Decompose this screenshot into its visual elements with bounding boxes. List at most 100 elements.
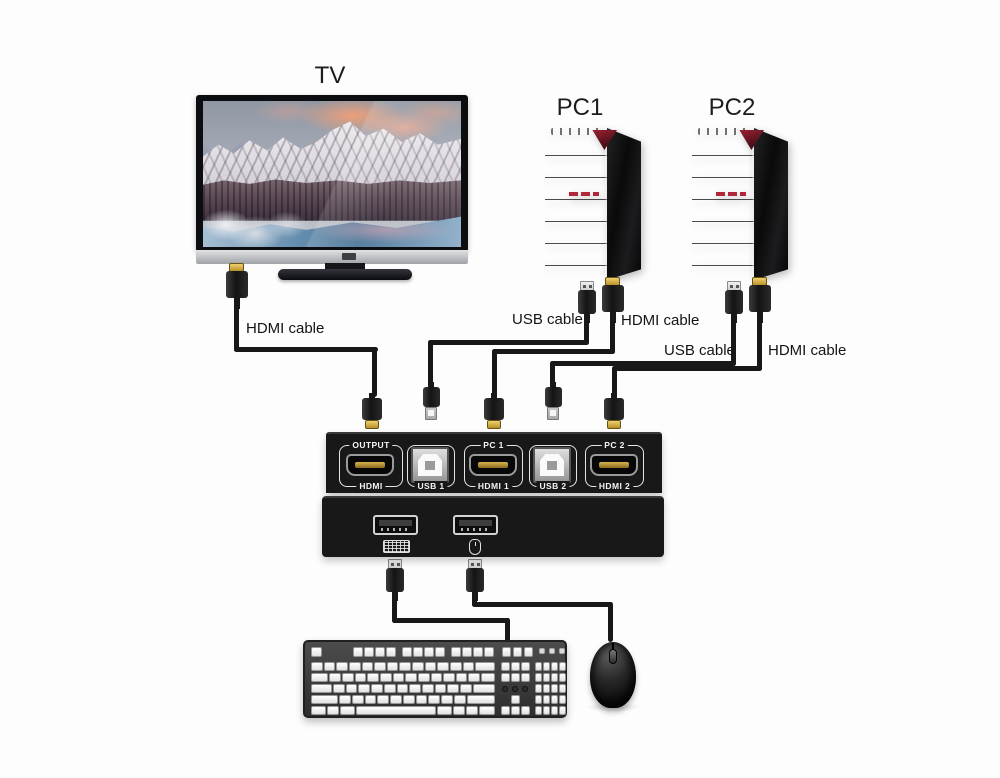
keyboard-key [386, 647, 396, 657]
keyboard-key [367, 673, 379, 682]
keyboard-key [342, 673, 354, 682]
pc2-side-panel [754, 128, 788, 280]
kvm-hdmi-label: HDMI [356, 481, 386, 492]
hdmi-plug-pc1 [602, 277, 624, 323]
pc2-top-io [698, 128, 750, 135]
keyboard-key [502, 647, 511, 657]
keyboard-key [412, 662, 424, 671]
keyboard-key [311, 662, 323, 671]
keyboard-key [374, 662, 386, 671]
keyboard-key [559, 684, 566, 693]
usb-plug-pc1 [578, 281, 596, 323]
keyboard-key [402, 647, 412, 657]
keyboard-key [551, 662, 558, 671]
keyboard-key [413, 647, 423, 657]
pc1-top-io [551, 128, 603, 135]
keyboard-key [475, 662, 495, 671]
cable-mouse-seg [472, 602, 613, 607]
kvm-hdmi1-port [469, 454, 517, 476]
cable-pc1-usb-seg [428, 340, 433, 388]
keyboard-key [465, 706, 478, 715]
keyboard-key [354, 673, 367, 682]
keyboard-key [524, 647, 533, 657]
cable-pc1-usb-seg [584, 318, 589, 345]
mouse-scroll-wheel [609, 649, 617, 664]
pc2-logo [716, 192, 746, 196]
kvm-rear-panel: OUTPUT HDMI USB 1 PC 1 HDMI 1 USB 2 PC 2… [326, 432, 662, 493]
keyboard-key [345, 684, 358, 693]
keyboard-key [435, 647, 445, 657]
pc1-tower [545, 128, 641, 280]
keyboard-key [502, 686, 508, 692]
keyboard-key [451, 647, 461, 657]
cable-keyboard-seg [392, 618, 510, 623]
keyboard-icon [383, 540, 410, 553]
keyboard-key [551, 673, 558, 682]
keyboard-key [501, 706, 510, 715]
cable-pc2-usb-seg [550, 361, 736, 366]
cable-label-pc2-usb: USB cable [664, 342, 735, 359]
kvm-hdmi2-port [590, 454, 638, 476]
keyboard-key [472, 684, 495, 693]
pc1-label: PC1 [556, 94, 604, 121]
pc2-front-panel [692, 134, 754, 280]
cable-label-pc1-usb: USB cable [512, 311, 583, 328]
keyboard-key [559, 673, 566, 682]
keyboard-key [409, 684, 421, 693]
pc2-tower [692, 128, 788, 280]
keyboard-key [484, 647, 494, 657]
hdmi-plug-2 [604, 393, 624, 429]
kvm-pc2-label: PC 2 [601, 440, 628, 451]
keyboard-key [559, 648, 565, 654]
keyboard-key [421, 684, 434, 693]
keyboard-key [559, 695, 566, 704]
kvm-usb2-port-group: USB 2 [529, 445, 577, 492]
keyboard-key [521, 662, 530, 671]
keyboard-key [364, 647, 374, 657]
keyboard-key [443, 673, 455, 682]
hdmi-plug-output [362, 393, 382, 429]
keyboard-key [511, 662, 520, 671]
mouse-button-split [612, 643, 614, 651]
screen-reflection [203, 101, 461, 247]
cable-mouse-seg [608, 602, 613, 642]
keyboard-key [441, 695, 453, 704]
keyboard-key [327, 706, 339, 715]
keyboard-key [333, 684, 345, 693]
keyboard-key [551, 695, 558, 704]
cable-tv-hdmi-seg [372, 347, 377, 397]
kvm-usb2-label: USB 2 [536, 481, 570, 492]
keyboard-key [311, 706, 327, 715]
tv-stand [278, 269, 412, 280]
kvm-usb1-label: USB 1 [414, 481, 448, 492]
cable-keyboard-seg [392, 596, 397, 623]
keyboard-key [348, 662, 361, 671]
kvm-pc1-port-group: PC 1 HDMI 1 [464, 440, 523, 492]
hdmi-plug-pc2 [749, 277, 771, 323]
keyboard-key [521, 706, 530, 715]
keyboard-key [417, 673, 430, 682]
keyboard-key [311, 647, 322, 657]
keyboard-key [339, 695, 351, 704]
cable-tv-hdmi-seg [234, 302, 239, 352]
keyboard-key [377, 695, 390, 704]
cable-pc2-hdmi-seg [612, 366, 762, 371]
keyboard-key [468, 673, 481, 682]
keyboard-key [390, 695, 402, 704]
cable-pc1-hdmi-seg [492, 349, 497, 397]
pc2-label: PC2 [708, 94, 756, 121]
keyboard-key [447, 684, 460, 693]
keyboard-key [399, 662, 412, 671]
cable-pc2-usb-seg [550, 361, 555, 388]
keyboard-key [535, 662, 542, 671]
keyboard-key [462, 647, 472, 657]
mouse-icon [469, 539, 481, 555]
keyboard-key [402, 695, 415, 704]
cable-pc1-hdmi-seg [492, 349, 615, 354]
keyboard-key [437, 662, 449, 671]
keyboard-key [424, 662, 437, 671]
cable-label-pc2-hdmi: HDMI cable [768, 342, 847, 359]
keyboard-key [559, 662, 566, 671]
cable-label-tv-hdmi: HDMI cable [246, 320, 325, 337]
usb-plug-keyboard [386, 559, 404, 601]
